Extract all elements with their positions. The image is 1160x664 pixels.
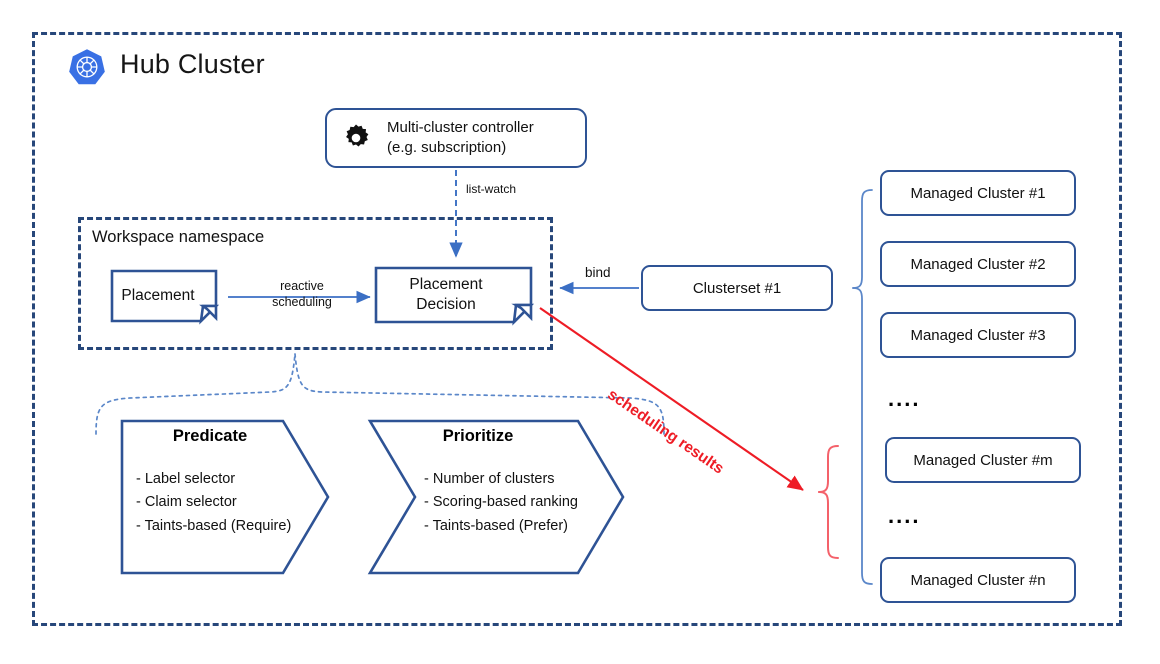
controller-label: Multi-cluster controller (e.g. subscript… (387, 118, 534, 158)
scheduling-results-arrow (539, 307, 804, 491)
managed-cluster-n-box[interactable]: Managed Cluster #n (880, 557, 1076, 603)
bind-label: bind (585, 265, 611, 280)
cluster-ellipsis-top: .... (888, 386, 921, 411)
predicate-title: Predicate (172, 427, 248, 445)
clusterset-box[interactable]: Clusterset #1 (641, 265, 833, 311)
prioritize-title: Prioritize (442, 427, 514, 445)
predicate-chevron[interactable] (120, 419, 330, 575)
placement-decision-line1: Placement (409, 276, 483, 294)
list-watch-label: list-watch (466, 182, 517, 196)
managed-cluster-n-label: Managed Cluster #n (910, 571, 1046, 589)
predicate-items: - Label selector - Claim selector - Tain… (136, 471, 292, 534)
reactive-scheduling-label: reactive scheduling (248, 278, 356, 311)
prioritize-items: - Number of clusters - Scoring-based ran… (424, 471, 578, 534)
managed-cluster-3-box[interactable]: Managed Cluster #3 (880, 312, 1076, 358)
managed-cluster-1-box[interactable]: Managed Cluster #1 (880, 170, 1076, 216)
hub-cluster-container (32, 32, 1122, 626)
managed-cluster-m-label: Managed Cluster #m (913, 451, 1053, 469)
managed-cluster-m-box[interactable]: Managed Cluster #m (885, 437, 1081, 483)
placement-document-shape[interactable] (110, 269, 220, 325)
placement-decision-label: Placement Decision (376, 268, 516, 322)
reactive-scheduling-line1: reactive (280, 279, 324, 293)
gear-icon (341, 123, 371, 153)
workspace-namespace-container (78, 217, 553, 350)
reactive-scheduling-line2: scheduling (272, 295, 332, 310)
managed-cluster-1-label: Managed Cluster #1 (910, 184, 1046, 202)
placement-label: Placement (121, 287, 195, 305)
placement-decision-document-shape[interactable] (374, 266, 535, 326)
managed-cluster-2-label: Managed Cluster #2 (910, 255, 1046, 273)
controller-label-line2: (e.g. subscription) (387, 139, 507, 156)
managed-cluster-3-label: Managed Cluster #3 (910, 326, 1046, 344)
managed-cluster-2-box[interactable]: Managed Cluster #2 (880, 241, 1076, 287)
page-title: Hub Cluster (120, 49, 265, 79)
multi-cluster-controller-box[interactable]: Multi-cluster controller (e.g. subscript… (325, 108, 587, 168)
scheduler-stages-brace (95, 353, 665, 435)
prioritize-chevron[interactable] (367, 419, 625, 575)
clusterset-brace (852, 189, 873, 585)
controller-label-line1: Multi-cluster controller (387, 119, 534, 137)
scheduling-results-brace (818, 445, 839, 559)
placement-decision-line2: Decision (416, 296, 476, 313)
workspace-namespace-label: Workspace namespace (92, 228, 265, 246)
cluster-ellipsis-bottom: .... (888, 503, 921, 528)
kubernetes-helm-icon (68, 48, 106, 86)
clusterset-label: Clusterset #1 (692, 279, 782, 297)
